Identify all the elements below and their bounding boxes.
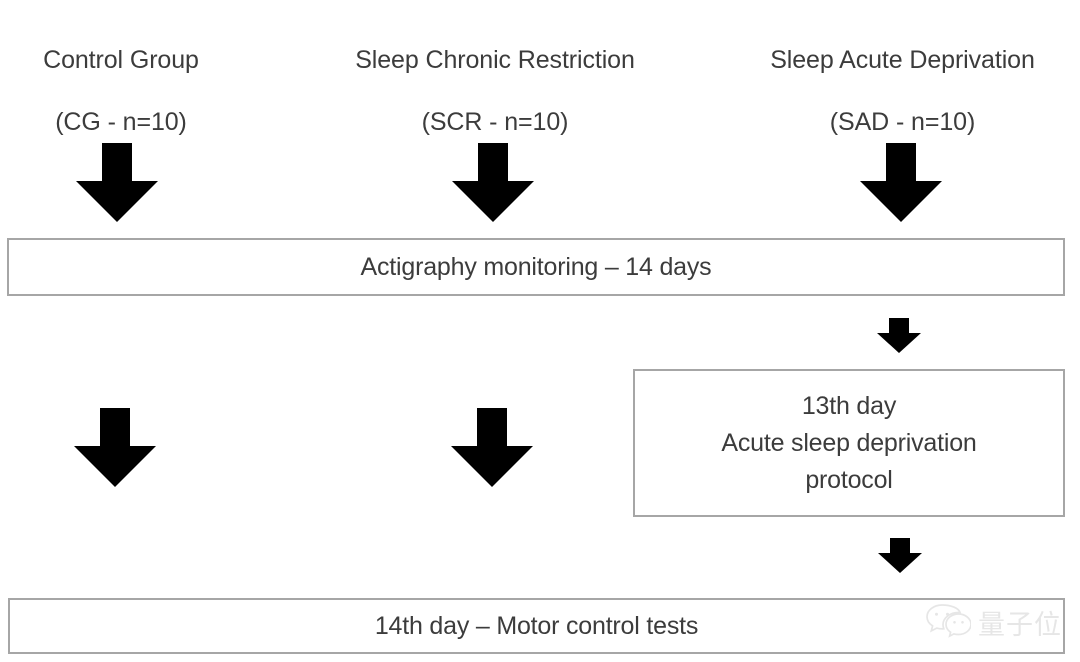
arrow-down-control-to-motor-tests <box>73 408 157 488</box>
group-label-line1: Sleep Chronic Restriction <box>355 46 635 74</box>
group-label-control-group: Control Group (CG - n=10) <box>0 14 242 169</box>
box-actigraphy-label: Actigraphy monitoring – 14 days <box>360 252 712 281</box>
group-label-line2: (SCR - n=10) <box>421 108 569 136</box>
group-label-line2: (CG - n=10) <box>55 108 187 136</box>
box-motor-control-tests: 14th day – Motor control tests <box>8 598 1065 654</box>
arrow-down-actigraphy-to-acute-protocol <box>876 318 922 354</box>
acute-protocol-line3: protocol <box>805 465 893 494</box>
group-label-sleep-chronic-restriction: Sleep Chronic Restriction (SCR - n=10) <box>320 14 670 169</box>
acute-protocol-line2: Acute sleep deprivation <box>721 428 977 457</box>
acute-protocol-line1: 13th day <box>801 391 897 420</box>
group-label-line1: Control Group <box>43 46 199 74</box>
arrow-down-scr-to-actigraphy <box>451 143 535 223</box>
box-actigraphy-monitoring: Actigraphy monitoring – 14 days <box>7 238 1065 296</box>
arrow-down-acute-protocol-to-motor-tests <box>877 538 923 574</box>
box-motor-tests-label: 14th day – Motor control tests <box>374 611 699 640</box>
group-label-line1: Sleep Acute Deprivation <box>770 46 1035 74</box>
arrow-down-sad-to-actigraphy <box>859 143 943 223</box>
group-label-line2: (SAD - n=10) <box>829 108 976 136</box>
arrow-down-control-to-actigraphy <box>75 143 159 223</box>
arrow-down-scr-to-motor-tests <box>450 408 534 488</box>
group-label-sleep-acute-deprivation: Sleep Acute Deprivation (SAD - n=10) <box>730 14 1075 169</box>
